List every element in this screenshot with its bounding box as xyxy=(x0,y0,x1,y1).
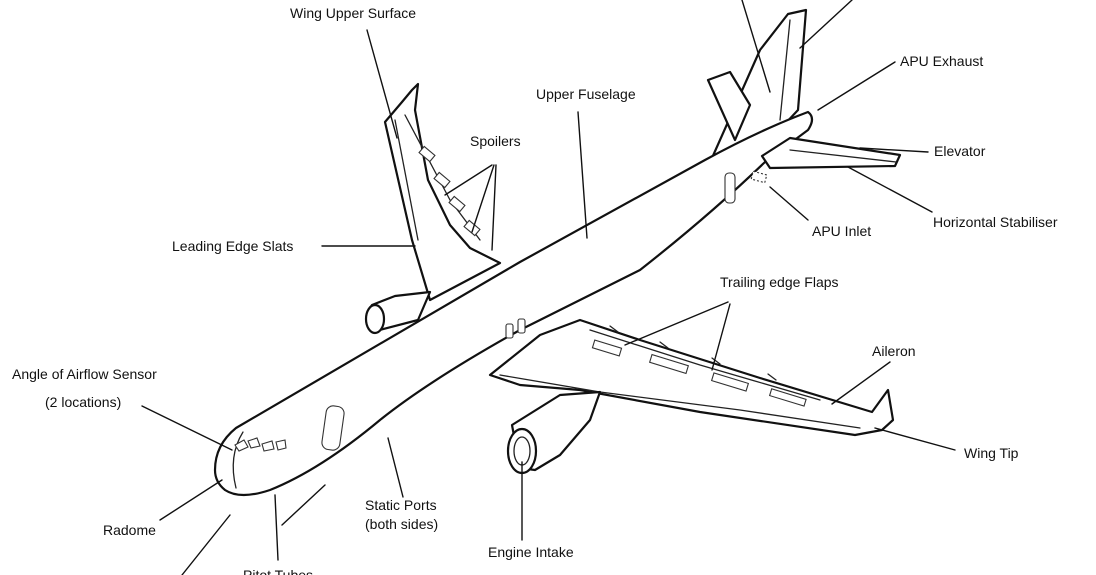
near-horizontal-stabiliser xyxy=(760,136,902,170)
leader-trailing-edge-flaps-1 xyxy=(624,301,729,346)
label-spoilers: Spoilers xyxy=(470,133,521,149)
label-angle-of-airflow-sensor: Angle of Airflow Sensor xyxy=(12,366,157,382)
radome-line xyxy=(232,431,244,489)
near-wing-flap-line xyxy=(589,329,821,401)
label-two-locations: (2 locations) xyxy=(45,394,121,410)
leader-wing-tip xyxy=(874,427,956,451)
leader-horizontal-stabiliser xyxy=(847,166,933,213)
rudder-line xyxy=(779,19,791,121)
label-upper-fuselage: Upper Fuselage xyxy=(536,86,636,102)
leader-pitot-tubes-2 xyxy=(281,484,326,526)
fuselage xyxy=(213,110,814,497)
leader-lines xyxy=(141,0,956,575)
overwing-exit-2 xyxy=(517,318,526,334)
forward-door xyxy=(321,405,345,451)
leader-angle-of-airflow-sensor xyxy=(141,405,233,451)
leader-trailing-edge-flaps-2 xyxy=(711,303,731,371)
leader-static-ports xyxy=(387,437,404,498)
overwing-exit-1 xyxy=(505,323,514,339)
label-aileron: Aileron xyxy=(872,343,916,359)
rear-door xyxy=(724,172,736,204)
far-wing xyxy=(383,82,502,302)
leader-tail-1 xyxy=(741,0,771,93)
leader-aileron xyxy=(831,361,891,405)
leader-spoilers-1 xyxy=(444,164,493,196)
leader-spoilers-2 xyxy=(471,164,495,233)
labels: Wing Upper Surface Upper Fuselage APU Ex… xyxy=(12,5,1058,575)
near-wing-flap-tracks xyxy=(609,325,777,381)
leader-wing-upper-surface xyxy=(366,29,398,139)
near-wing-leading-edge xyxy=(499,374,861,429)
cockpit-windows xyxy=(234,437,287,452)
label-pitot-tubes: Pitot Tubes xyxy=(243,567,313,575)
label-leading-edge-slats: Leading Edge Slats xyxy=(172,238,293,254)
far-horizontal-stabiliser xyxy=(706,70,752,142)
leader-elevator xyxy=(859,147,929,153)
label-trailing-edge-flaps: Trailing edge Flaps xyxy=(720,274,839,290)
leader-spoilers-3 xyxy=(491,164,497,251)
label-both-sides: (both sides) xyxy=(365,516,438,532)
aircraft-drawing xyxy=(213,8,902,497)
leader-apu-inlet xyxy=(769,186,809,221)
far-wing-slat-line xyxy=(394,119,419,241)
label-wing-upper-surface: Wing Upper Surface xyxy=(290,5,416,21)
leader-upper-fuselage xyxy=(577,111,588,239)
label-apu-exhaust: APU Exhaust xyxy=(900,53,983,69)
elevator-line xyxy=(789,149,897,163)
far-engine-intake xyxy=(364,303,386,335)
label-elevator: Elevator xyxy=(934,143,986,159)
label-apu-inlet: APU Inlet xyxy=(812,223,871,239)
leader-radome xyxy=(159,479,223,521)
label-wing-tip: Wing Tip xyxy=(964,445,1019,461)
leader-pitot-tubes-1 xyxy=(274,494,279,561)
label-radome: Radome xyxy=(103,522,156,538)
label-static-ports: Static Ports xyxy=(365,497,437,513)
leader-lower-left xyxy=(181,514,231,575)
apu-inlet-door xyxy=(750,170,768,184)
leader-tail-2 xyxy=(799,0,853,49)
far-wing-spoilers xyxy=(418,145,481,237)
leader-apu-exhaust xyxy=(817,61,896,111)
label-engine-intake: Engine Intake xyxy=(488,544,574,560)
near-wing-flap-panels xyxy=(591,339,807,407)
label-horizontal-stabiliser: Horizontal Stabiliser xyxy=(933,214,1058,230)
